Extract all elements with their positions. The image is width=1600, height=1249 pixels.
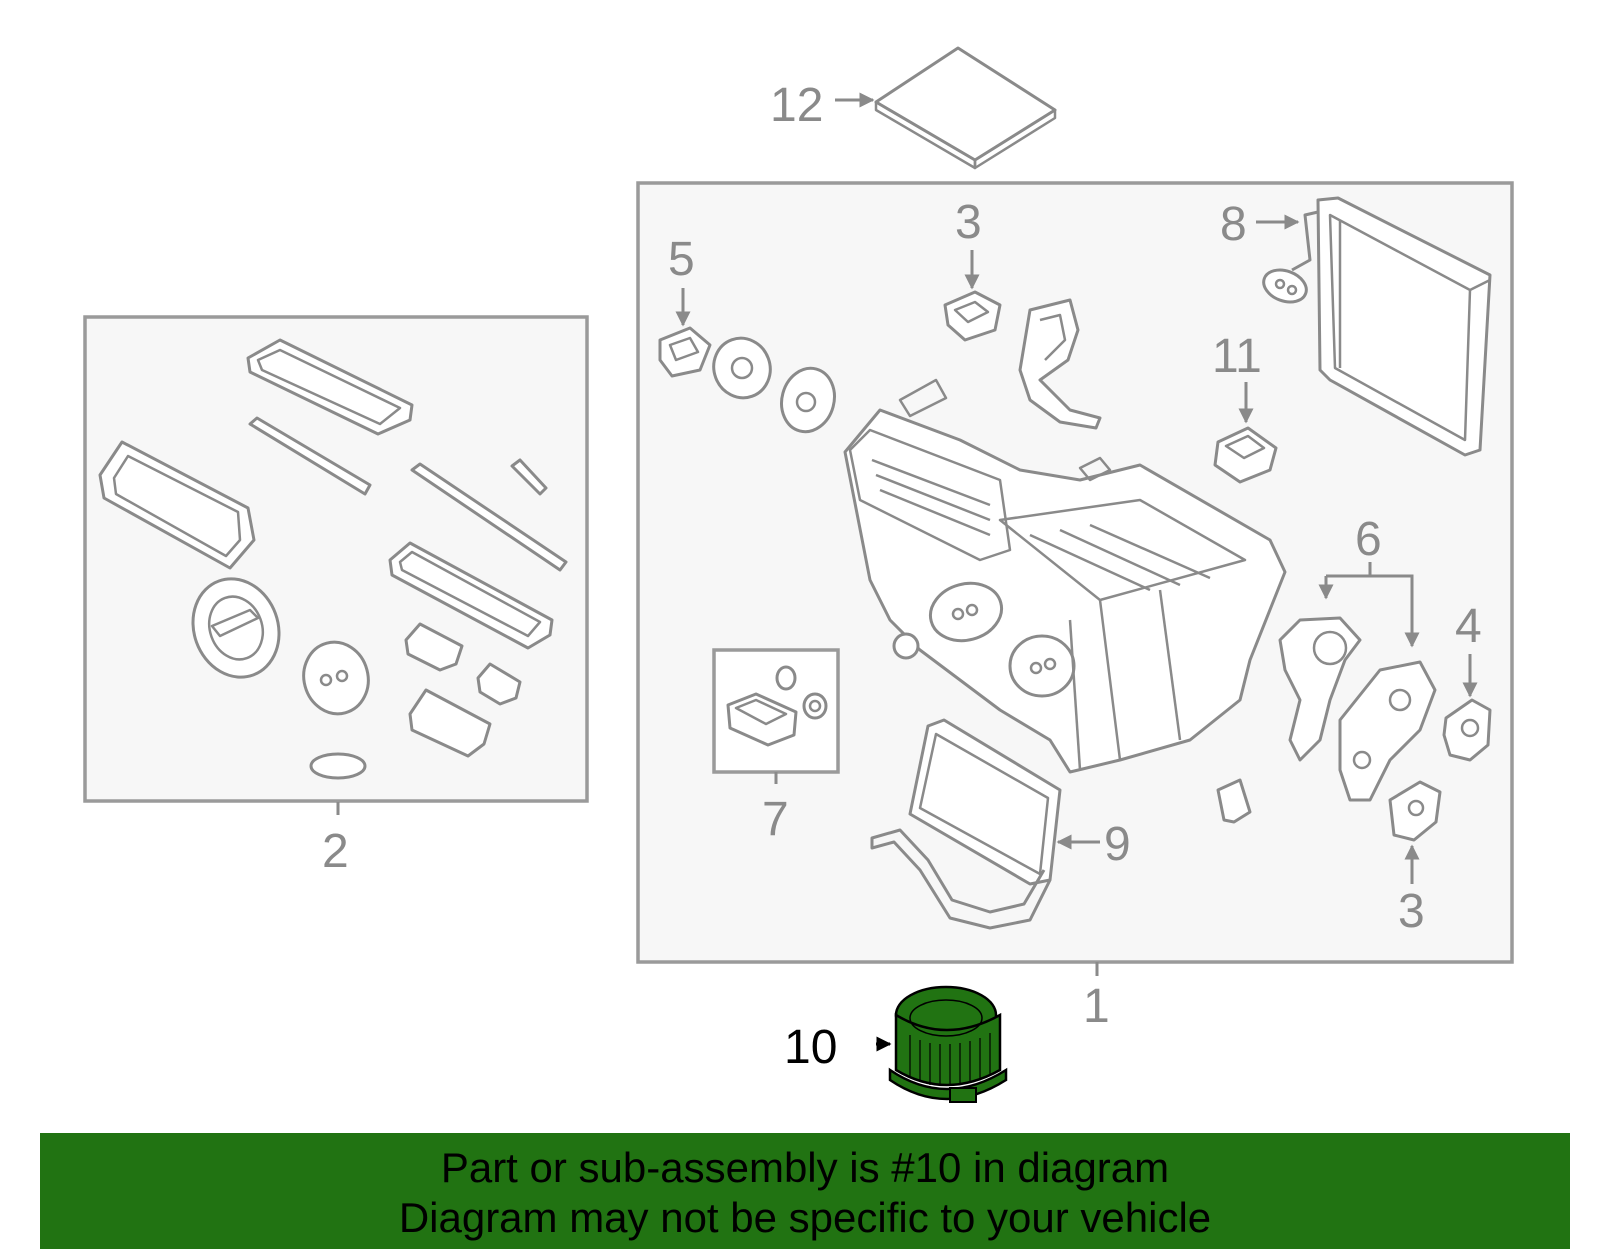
part-11-resistor: 11 <box>1212 330 1278 484</box>
callout-7: 7 <box>762 793 789 846</box>
banner-line-2: Diagram may not be specific to your vehi… <box>398 1194 1212 1241</box>
exploded-parts-diagram: 12 2 <box>83 46 1514 1103</box>
callout-11: 11 <box>1212 330 1262 383</box>
callout-2: 2 <box>322 825 349 878</box>
part-8-evaporator: 8 <box>1220 196 1492 457</box>
callout-5: 5 <box>668 233 695 286</box>
callout-6: 6 <box>1355 513 1382 566</box>
callout-9: 9 <box>1104 818 1131 871</box>
hvac-housing <box>843 378 1287 774</box>
banner-line-1: Part or sub-assembly is #10 in diagram <box>440 1144 1170 1191</box>
part-1-hvac-assembly-box: 5 3 8 <box>636 181 1514 1033</box>
callout-12: 12 <box>770 79 823 132</box>
part-4-actuator: 4 <box>1442 600 1492 762</box>
callout-8: 8 <box>1220 198 1247 251</box>
part-7-sensor-inset: 7 <box>712 648 840 846</box>
blower-fins <box>909 1033 991 1086</box>
small-clip <box>1216 778 1252 824</box>
notice-banner: Part or sub-assembly is #10 in diagram D… <box>40 1133 1570 1249</box>
part-10-blower-motor[interactable]: 10 <box>784 985 1008 1103</box>
callout-4: 4 <box>1455 600 1482 653</box>
callout-10: 10 <box>784 1021 837 1074</box>
part-2-seal-kit-box: 2 <box>83 315 589 878</box>
part-9-heater-core: 9 <box>870 718 1131 930</box>
blower-connector <box>949 1087 977 1103</box>
part-3-actuator-top: 3 <box>943 196 1002 342</box>
callout-3-top: 3 <box>955 196 982 249</box>
part-5-actuator: 5 <box>658 233 836 434</box>
callout-3-bottom: 3 <box>1398 885 1425 938</box>
leader-6b <box>1326 574 1420 648</box>
seal-set <box>98 338 568 780</box>
part-3-actuator-bottom: 3 <box>1388 780 1442 938</box>
part-12-filter: 12 <box>770 46 1057 170</box>
callout-1: 1 <box>1083 980 1110 1033</box>
part-6-actuators: 6 <box>1278 513 1437 802</box>
door-linkage <box>1018 298 1102 430</box>
